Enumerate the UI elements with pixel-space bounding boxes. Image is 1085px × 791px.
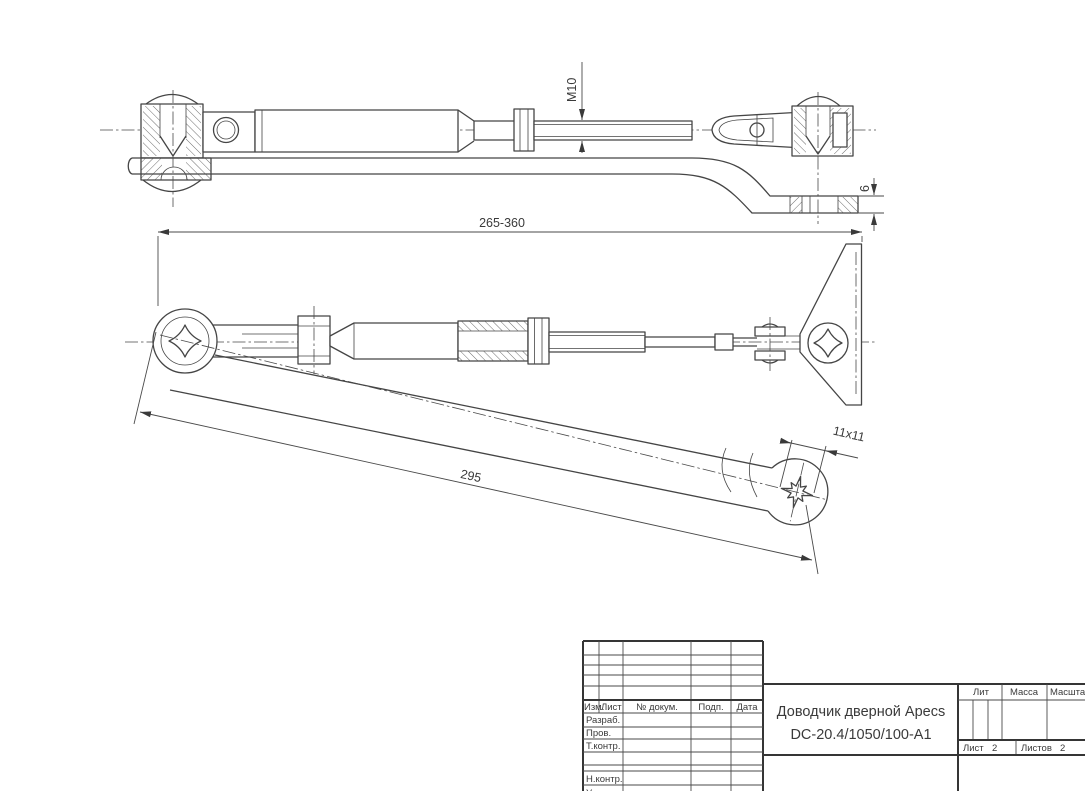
flat-bar-side (127, 157, 859, 214)
eye-end (711, 111, 796, 149)
dim-bar-thickness: 6 (858, 185, 872, 192)
arm-length-dimension: 295 (133, 331, 819, 575)
titleblock-row-ncontrol: Н.контр. (586, 774, 623, 785)
left-bushing-section (140, 90, 212, 207)
titleblock-mass-label: Масса (1010, 687, 1039, 698)
hex-nut-side (513, 108, 535, 152)
titleblock-scale-label: Масштаб (1050, 687, 1085, 698)
titleblock-col-izm: Изм. (584, 702, 604, 713)
tube-body (254, 109, 517, 153)
phillips-screw-icon (813, 328, 843, 358)
titleblock-part-title-line1: Доводчик дверной Apecs (777, 704, 945, 720)
titleblock-part-title-line2: DC-20.4/1050/100-A1 (790, 727, 931, 743)
rod-end-clevis (754, 317, 800, 371)
right-bushing-section (791, 92, 854, 224)
thickness-dimension: 6 (858, 178, 884, 231)
dim-thread-callout: M10 (565, 78, 579, 102)
titleblock-col-doc: № докум. (636, 702, 678, 713)
dim-adjustable-length: 265-360 (479, 216, 525, 230)
titleblock-sheets-total: 2 (1060, 743, 1065, 754)
threaded-rod-side (533, 120, 693, 141)
titleblock-lit-label: Лит (973, 687, 990, 698)
phillips-screw-icon (168, 324, 202, 358)
titleblock-sheet-number: 2 (992, 743, 997, 754)
titleblock-col-sign: Подп. (698, 702, 723, 713)
titleblock-col-list: Лист (601, 702, 622, 713)
square-spline-hole (780, 462, 814, 522)
tube-plan (329, 317, 757, 365)
mounting-plate (799, 243, 863, 406)
titleblock-row-approved: Утв. (586, 788, 604, 791)
titleblock-col-date: Дата (736, 702, 758, 713)
fork-and-block (213, 306, 331, 374)
title-block: Изм. Лист № докум. Подп. Дата Разраб. Пр… (582, 640, 1085, 791)
titleblock-sheets-label: Листов (1021, 743, 1052, 754)
main-arm (159, 334, 829, 526)
hex-nut-plan (527, 317, 550, 365)
side-view: M10 (100, 62, 884, 231)
thread-callout: M10 (565, 62, 585, 153)
dim-arm-length: 295 (459, 467, 482, 485)
length-dimension: 265-360 (157, 216, 863, 306)
dim-square-hole: 11x11 (832, 424, 867, 445)
left-clevis (202, 111, 256, 153)
titleblock-row-developed: Разраб. (586, 715, 620, 726)
titleblock-sheet-label: Лист (963, 743, 984, 754)
plan-view: 265-360 (125, 216, 876, 575)
titleblock-row-tcontrol: Т.контр. (586, 741, 620, 752)
titleblock-row-checked: Пров. (586, 728, 611, 739)
